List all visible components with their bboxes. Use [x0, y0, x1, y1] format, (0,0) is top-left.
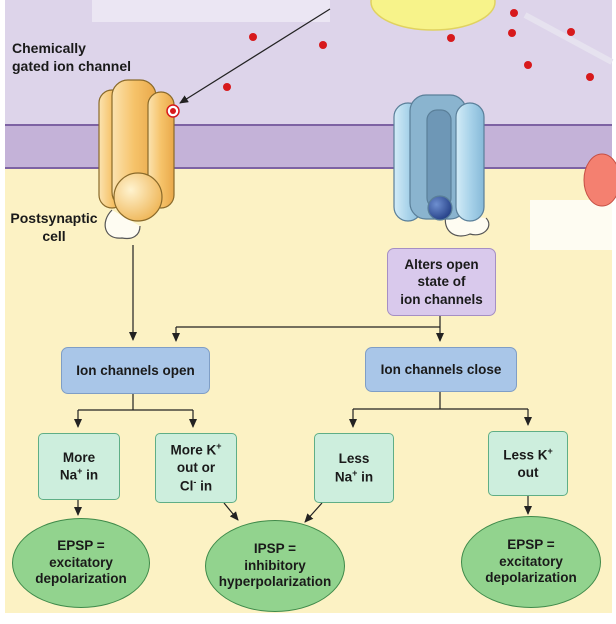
ipsp-inhibitory-hyperpolarization: IPSP = inhibitory hyperpolarization: [205, 520, 345, 612]
less-na-in-box: Less Na+ in: [314, 433, 394, 503]
blue-channel-tail: [444, 213, 490, 237]
neurotransmitter-dot: [508, 29, 516, 37]
arrow-less-na-to-ipsp: [304, 502, 323, 523]
neurotransmitter-dot: [447, 34, 455, 42]
neurotransmitter-dot: [510, 9, 518, 17]
arrow-more-k-to-ipsp: [223, 502, 239, 521]
cell-membrane: [5, 125, 612, 168]
alters-open-state-box: Alters open state of ion channels: [387, 248, 496, 316]
epsp-excitatory-depolarization-left: EPSP = excitatory depolarization: [12, 518, 150, 608]
blue-subunit-center: [426, 109, 452, 209]
neurotransmitter-dot: [524, 61, 532, 69]
ion-channels-close-box: Ion channels close: [365, 347, 517, 392]
neurotransmitter-dot: [223, 83, 231, 91]
white-patch: [530, 200, 612, 250]
neurotransmitter-dot: [249, 33, 257, 41]
more-na-in-box: More Na+ in: [38, 433, 120, 500]
neurotransmitter-dot: [586, 73, 594, 81]
label-postsynaptic-cell: Postsynaptic cell: [10, 210, 98, 244]
less-k-out-box: Less K+ out: [488, 431, 568, 496]
ion-channels-open-box: Ion channels open: [61, 347, 210, 394]
blue-subunit-right: [455, 102, 485, 222]
label-chemically-gated-ion-channel: Chemically gated ion channel: [12, 40, 132, 74]
top-strip: [92, 0, 330, 22]
neurotransmitter-dot: [319, 41, 327, 49]
epsp-excitatory-depolarization-right: EPSP = excitatory depolarization: [461, 516, 601, 608]
arrow-transmitter-to-receptor: [179, 8, 331, 104]
gated-ion-channel: [98, 79, 175, 240]
channel-tail: [104, 209, 141, 240]
channel-gate-ball: [113, 172, 163, 222]
bound-neurotransmitter: [170, 108, 176, 114]
diagonal-strand: [523, 12, 614, 65]
blue-gate-ball: [427, 195, 453, 221]
neighbour-cell: [583, 153, 616, 207]
neurotransmitter-dot: [567, 28, 575, 36]
presynaptic-vesicle: [370, 0, 496, 31]
more-k-out-or-cl-in-box: More K+ out or Cl- in: [155, 433, 237, 503]
neurotransmitters: [223, 9, 594, 91]
blue-ion-channel: [393, 94, 490, 237]
